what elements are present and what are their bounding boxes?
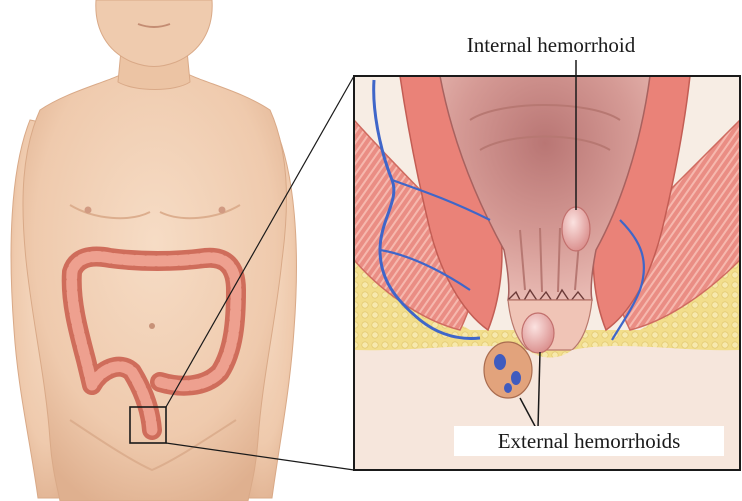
torso-figure — [11, 0, 296, 501]
left-nipple — [85, 207, 92, 214]
head — [96, 0, 212, 67]
external-hemorrhoids-label: External hemorrhoids — [498, 429, 681, 453]
external-hemorrhoid-vessel-3 — [504, 383, 512, 393]
internal-hemorrhoid-label: Internal hemorrhoid — [467, 33, 636, 57]
external-hemorrhoid-vessel-1 — [494, 354, 506, 370]
right-nipple — [219, 207, 226, 214]
external-hemorrhoid-smooth — [522, 313, 554, 353]
external-hemorrhoid-vessel-2 — [511, 371, 521, 385]
internal-hemorrhoid-shape — [562, 207, 590, 251]
navel — [149, 323, 155, 329]
inset-panel — [354, 76, 740, 470]
